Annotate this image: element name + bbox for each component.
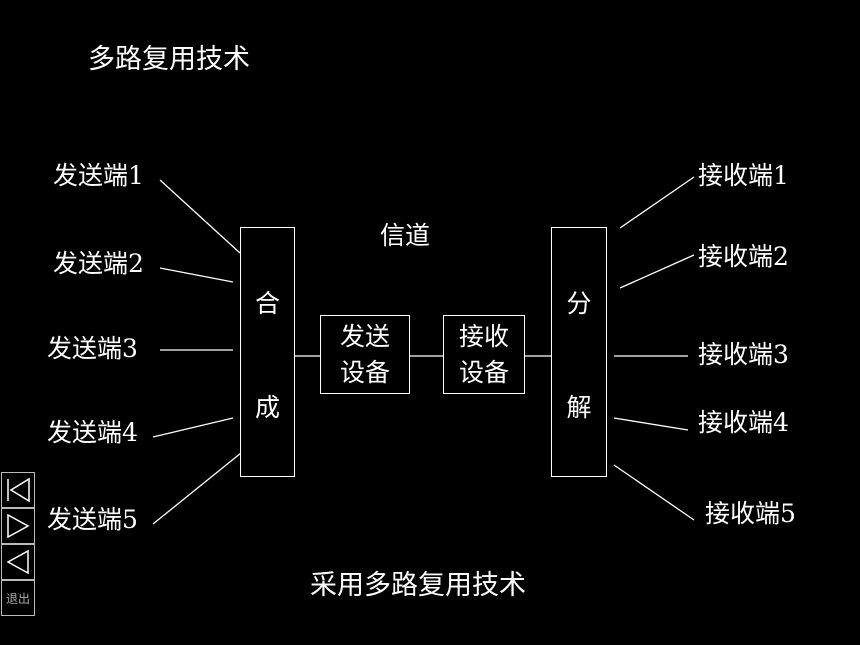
bottom-caption: 采用多路复用技术 (310, 570, 526, 601)
skip-to-first-icon (7, 477, 30, 503)
sender-label-1: 发送端1 (53, 161, 144, 190)
receiver-label-5: 接收端5 (705, 499, 796, 528)
sender-1-line (159, 179, 241, 254)
send-device-line-2: 设备 (339, 358, 390, 387)
combine-box-char-2: 成 (254, 393, 280, 422)
receiver-label-4: 接收端4 (698, 408, 789, 437)
receiver-label-1: 接收端1 (698, 161, 789, 190)
play-previous-icon (6, 549, 29, 575)
split-box-char-2: 解 (566, 393, 592, 422)
channel-label: 信道 (380, 221, 431, 250)
receiver-5-line (613, 464, 695, 521)
next-slide-button[interactable] (1, 508, 35, 544)
sender-label-3: 发送端3 (47, 334, 138, 363)
recv-device-line-2: 设备 (458, 358, 509, 387)
split-box (551, 227, 607, 477)
recv-device-box (443, 315, 525, 394)
send-device-box (320, 315, 410, 394)
sender-label-2: 发送端2 (53, 249, 144, 278)
receiver-2-line (619, 254, 695, 289)
split-box-char-1: 分 (566, 289, 592, 318)
exit-button[interactable]: 退出 (1, 580, 35, 616)
send-device-line-1: 发送 (339, 322, 390, 351)
sender-label-5: 发送端5 (47, 505, 138, 534)
first-slide-button[interactable] (1, 472, 35, 508)
receiver-label-2: 接收端2 (698, 242, 789, 271)
combine-box-char-1: 合 (254, 289, 280, 318)
sender-2-line (159, 267, 234, 283)
recv-device-line-1: 接收 (458, 322, 509, 351)
page-title: 多路复用技术 (88, 44, 250, 75)
exit-button-label: 退出 (5, 591, 30, 606)
receiver-1-line (619, 176, 695, 229)
sender-4-line (152, 417, 234, 438)
combine-box (240, 227, 295, 477)
receiver-label-3: 接收端3 (698, 340, 789, 369)
play-next-icon (7, 513, 30, 539)
sender-5-line (152, 452, 242, 525)
receiver-4-line (613, 417, 689, 431)
previous-slide-button[interactable] (1, 544, 35, 580)
sender-label-4: 发送端4 (47, 418, 138, 447)
